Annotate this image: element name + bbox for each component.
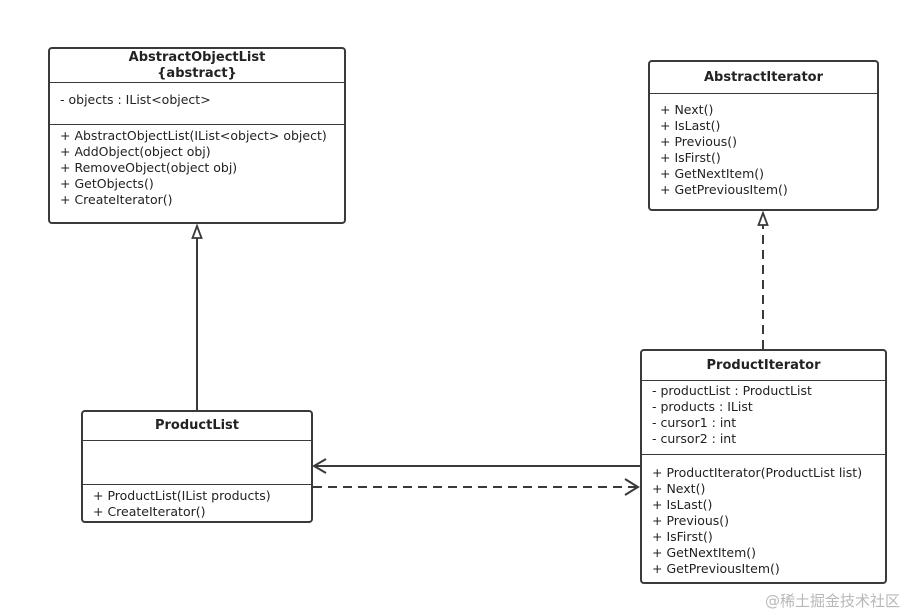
operation: + IsFirst() (652, 529, 713, 544)
operation: + Previous() (652, 513, 730, 528)
class-product-iterator[interactable]: ProductIterator - productList : ProductL… (640, 349, 887, 584)
operation: + AddObject(object obj) (60, 144, 211, 159)
operation: + Next() (652, 481, 706, 496)
class-name: ProductIterator (706, 357, 821, 373)
operation: + IsFirst() (660, 150, 721, 165)
attribute: - cursor2 : int (652, 431, 737, 446)
dependency-arrowhead (624, 478, 640, 496)
class-product-list[interactable]: ProductList + ProductList(IList products… (81, 410, 313, 523)
operation: + Next() (660, 102, 714, 117)
operation: + GetNextItem() (652, 545, 757, 560)
operation: + Previous() (660, 134, 738, 149)
class-name-section: AbstractIterator (650, 62, 877, 93)
class-name: AbstractObjectList (128, 49, 266, 65)
operation: + RemoveObject(object obj) (60, 160, 238, 175)
class-name: AbstractIterator (703, 69, 824, 85)
operation: + CreateIterator() (93, 504, 206, 519)
realization-arrowhead (757, 210, 769, 226)
operations-section: + ProductList(IList products) + CreateIt… (83, 484, 311, 524)
attribute: - cursor1 : int (652, 415, 737, 430)
operation: + GetPreviousItem() (652, 561, 780, 576)
class-abstract-iterator[interactable]: AbstractIterator + Next() + IsLast() + P… (648, 60, 879, 211)
watermark: @稀土掘金技术社区 (764, 592, 900, 610)
operation: + GetNextItem() (660, 166, 765, 181)
operation: + GetPreviousItem() (660, 182, 788, 197)
class-abstract-object-list[interactable]: AbstractObjectList {abstract} - objects … (48, 47, 346, 224)
attribute: - productList : ProductList (652, 383, 812, 398)
operations-section: + AbstractObjectList(IList<object> objec… (50, 124, 344, 212)
operation: + IsLast() (652, 497, 713, 512)
operation: + IsLast() (660, 118, 721, 133)
association-arrowhead (312, 458, 327, 474)
operation: + GetObjects() (60, 176, 154, 191)
attribute: - products : IList (652, 399, 753, 414)
attributes-section: - productList : ProductList - products :… (642, 380, 885, 454)
attributes-section (83, 440, 311, 484)
attribute: - objects : IList<object> (60, 92, 211, 107)
class-name-section: AbstractObjectList {abstract} (50, 49, 344, 82)
operation: + ProductList(IList products) (93, 488, 271, 503)
generalization-arrowhead (191, 223, 203, 239)
class-name-section: ProductList (83, 412, 311, 440)
operation: + AbstractObjectList(IList<object> objec… (60, 128, 327, 143)
class-name-section: ProductIterator (642, 351, 885, 380)
class-name: ProductList (154, 418, 240, 433)
class-stereotype: {abstract} (157, 65, 237, 81)
operation: + ProductIterator(ProductList list) (652, 465, 863, 480)
operations-section: + Next() + IsLast() + Previous() + IsFir… (650, 93, 877, 202)
operations-section: + ProductIterator(ProductList list) + Ne… (642, 454, 885, 581)
operation: + CreateIterator() (60, 192, 173, 207)
attributes-section: - objects : IList<object> (50, 82, 344, 124)
